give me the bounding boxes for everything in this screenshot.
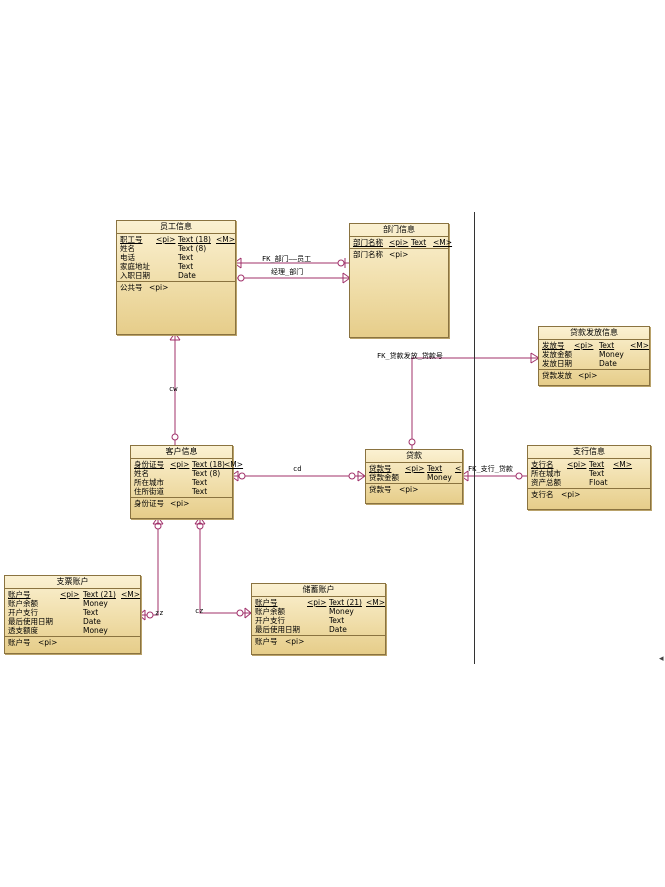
attr-row[interactable]: 账户号<pi>Text (21)<M> bbox=[8, 590, 141, 599]
rel-label-branch-loan[interactable]: FK_支行_贷款 bbox=[468, 465, 513, 473]
rel-label-loan-release[interactable]: FK_贷款发放_贷款号 bbox=[377, 352, 443, 360]
entity-title: 客户信息 bbox=[131, 446, 232, 459]
rel-label-cw[interactable]: cw bbox=[169, 385, 178, 393]
attr-row[interactable]: 贷款号<pi>Text< bbox=[369, 464, 462, 473]
identifier-row[interactable]: 身份证号<pi> bbox=[134, 499, 190, 508]
attr-row[interactable]: 职工号<pi>Text (18)<M> bbox=[120, 235, 236, 244]
rel-label-zz[interactable]: zz bbox=[155, 609, 164, 617]
rel-label-manager-dept[interactable]: 经理_部门 bbox=[271, 268, 304, 276]
rel-label-cd[interactable]: cd bbox=[293, 465, 302, 473]
vertical-divider bbox=[474, 212, 475, 664]
identifier-row[interactable]: 支行名<pi> bbox=[531, 490, 581, 499]
identifier-row[interactable]: 公共号<pi> bbox=[120, 283, 169, 292]
entity-title: 贷款 bbox=[366, 450, 462, 463]
edge-arrow-icon: ◂ bbox=[659, 654, 664, 664]
entity-title: 部门信息 bbox=[350, 224, 448, 237]
entity-title: 支行信息 bbox=[528, 446, 650, 459]
attr-row[interactable]: 发放号<pi>Text<M> bbox=[542, 341, 650, 350]
entity-title: 员工信息 bbox=[117, 221, 235, 234]
rel-label-cz[interactable]: cz bbox=[195, 607, 204, 615]
rel-label-dept-employee[interactable]: FK_部门——员工 bbox=[262, 255, 312, 263]
attr-row[interactable]: 支行名<pi>Text<M> bbox=[531, 460, 633, 469]
identifier-row[interactable]: 贷款发放<pi> bbox=[542, 371, 598, 380]
entity-title: 贷款发放信息 bbox=[539, 327, 649, 340]
attr-row[interactable]: 部门名称<pi>Text<M> bbox=[353, 238, 453, 247]
entity-title: 储蓄账户 bbox=[252, 584, 385, 597]
identifier-row[interactable]: 贷款号<pi> bbox=[369, 485, 419, 494]
identifier-row[interactable]: 账户号<pi> bbox=[255, 637, 305, 646]
entity-department[interactable]: 部门信息 部门名称<pi>Text<M> 部门名称<pi> bbox=[349, 223, 453, 338]
entity-title: 支票账户 bbox=[5, 576, 140, 589]
identifier-row[interactable]: 部门名称<pi> bbox=[353, 250, 409, 259]
identifier-row[interactable]: 账户号<pi> bbox=[8, 638, 58, 647]
attr-row[interactable]: 账户号<pi>Text (21)<M> bbox=[255, 598, 386, 607]
attr-row[interactable]: 身份证号<pi>Text (18)<M> bbox=[134, 460, 244, 469]
